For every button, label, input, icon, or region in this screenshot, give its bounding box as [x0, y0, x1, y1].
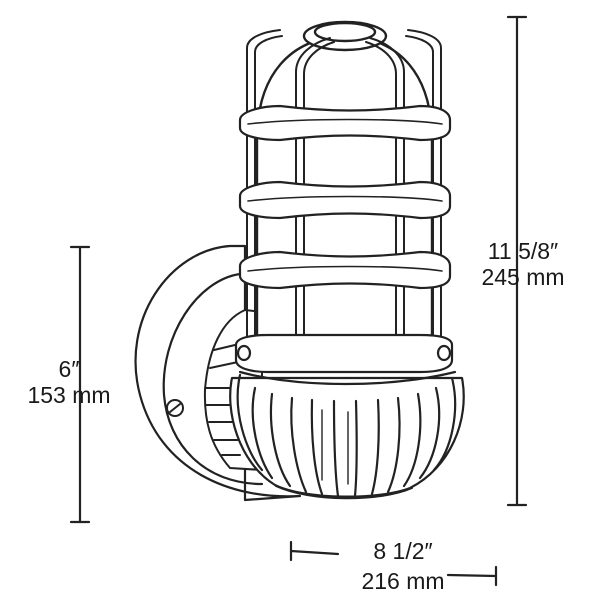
- dimension-height-overall: [506, 15, 528, 507]
- dimension-label-mount-height: 6″ 153 mm: [6, 356, 132, 408]
- mount-height-metric: 153 mm: [27, 382, 111, 408]
- dimension-mount-height: [69, 245, 91, 524]
- projection-imperial: 8 1/2″: [373, 538, 433, 564]
- height-overall-imperial: 11 5/8″: [487, 238, 559, 264]
- cage-ring-3: [238, 250, 452, 290]
- dimension-label-height-overall: 11 5/8″ 245 mm: [462, 238, 584, 290]
- cage-ring-1: [238, 104, 452, 142]
- cage-ring-2: [238, 180, 452, 220]
- dimension-label-projection: 8 1/2″ 216 mm: [318, 536, 488, 596]
- screw-icon: [166, 399, 184, 417]
- projection-metric: 216 mm: [361, 568, 445, 594]
- dimension-projection: [289, 540, 498, 587]
- height-overall-metric: 245 mm: [481, 264, 565, 290]
- base-collar: [234, 333, 454, 374]
- mount-height-imperial: 6″: [58, 356, 80, 382]
- cage-vertical-wires: [246, 29, 442, 371]
- finned-heat-sink: [229, 370, 465, 500]
